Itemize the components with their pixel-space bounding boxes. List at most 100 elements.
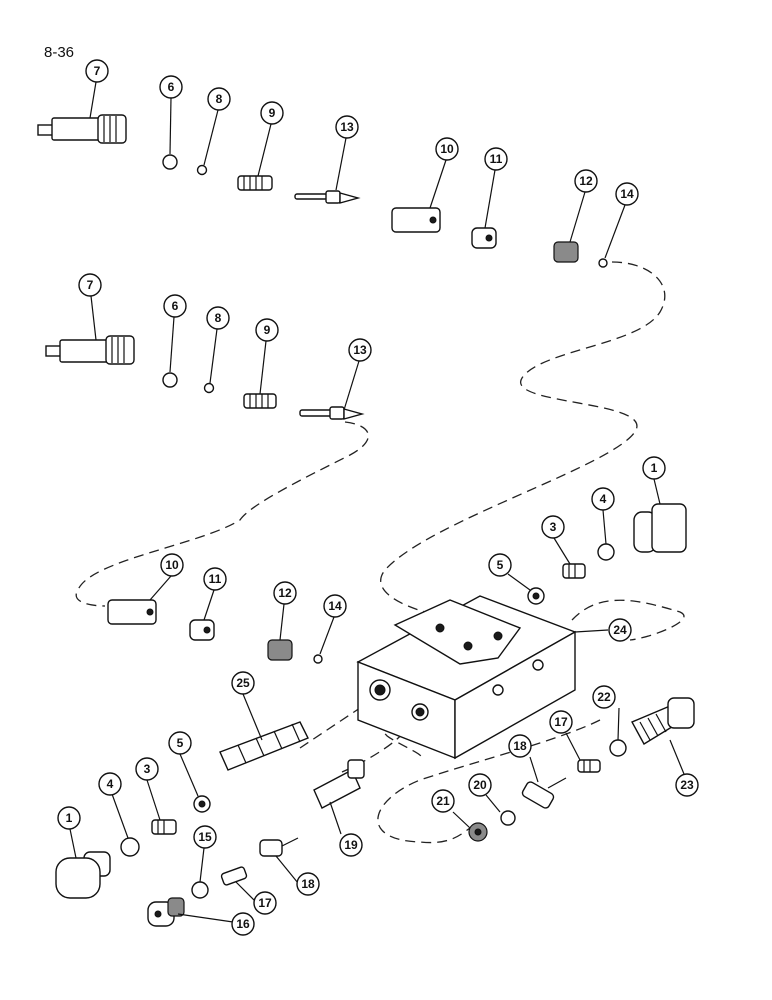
svg-text:8: 8 — [215, 311, 222, 325]
body-sleeve-part-7-upper — [37, 114, 127, 144]
callout-4-left: 4 — [98, 772, 122, 796]
callout-12-lower: 12 — [273, 581, 297, 605]
svg-text:25: 25 — [236, 676, 250, 690]
callout-10-lower: 10 — [160, 553, 184, 577]
sleeve-part-10-lower — [107, 599, 157, 625]
callout-15: 15 — [193, 825, 217, 849]
svg-text:15: 15 — [198, 830, 212, 844]
callout-6-lower: 6 — [163, 294, 187, 318]
callout-5-right: 5 — [488, 553, 512, 577]
o-ring-part-14-lower — [313, 654, 323, 664]
svg-text:6: 6 — [168, 80, 175, 94]
o-ring-part-6-upper — [162, 154, 178, 170]
sleeve-part-10-upper — [391, 207, 441, 233]
callout-3-right: 3 — [541, 515, 565, 539]
valve-body-part-24 — [356, 595, 577, 760]
spool-part-25 — [219, 721, 309, 771]
callout-6-upper: 6 — [159, 75, 183, 99]
valve-part-19 — [313, 759, 365, 809]
svg-text:21: 21 — [436, 794, 450, 808]
callout-21: 21 — [431, 789, 455, 813]
assembly-path-right — [571, 599, 685, 641]
washer-part-8-upper — [196, 164, 208, 176]
callout-10-upper: 10 — [435, 137, 459, 161]
callout-22: 22 — [592, 685, 616, 709]
svg-text:10: 10 — [440, 142, 454, 156]
assembly-path-bottom-right — [377, 719, 601, 844]
o-ring-part-14-upper — [598, 258, 608, 268]
o-ring-part-22 — [609, 739, 627, 757]
svg-text:8: 8 — [216, 92, 223, 106]
svg-text:16: 16 — [236, 917, 250, 931]
callout-3-left: 3 — [135, 757, 159, 781]
svg-text:3: 3 — [144, 762, 151, 776]
callout-4-right: 4 — [591, 487, 615, 511]
svg-text:11: 11 — [490, 152, 503, 166]
pin-part-13-lower — [299, 406, 365, 420]
svg-text:4: 4 — [107, 777, 114, 791]
plug-part-16 — [147, 897, 185, 927]
nut-part-5-right — [527, 587, 545, 605]
svg-text:10: 10 — [165, 558, 179, 572]
svg-text:7: 7 — [94, 64, 101, 78]
plug-part-11-lower — [189, 619, 215, 641]
svg-text:13: 13 — [340, 120, 354, 134]
callout-1-right: 1 — [642, 456, 666, 480]
callout-23: 23 — [675, 773, 699, 797]
fitting-part-23 — [631, 697, 695, 745]
svg-text:6: 6 — [172, 299, 179, 313]
svg-text:11: 11 — [209, 572, 222, 586]
callout-7-lower: 7 — [78, 273, 102, 297]
spring-part-17-left — [220, 866, 248, 886]
spring-part-3-left — [151, 819, 177, 835]
svg-text:12: 12 — [579, 174, 593, 188]
callout-20: 20 — [468, 773, 492, 797]
svg-text:9: 9 — [269, 106, 276, 120]
svg-text:5: 5 — [497, 558, 504, 572]
callout-17-left: 17 — [253, 891, 277, 915]
svg-text:22: 22 — [597, 690, 611, 704]
svg-text:20: 20 — [473, 778, 487, 792]
callout-13-upper: 13 — [335, 115, 359, 139]
callout-25: 25 — [231, 671, 255, 695]
cap-fitting-part-1-left — [55, 851, 111, 899]
svg-text:3: 3 — [550, 520, 557, 534]
svg-text:4: 4 — [600, 492, 607, 506]
page-number: 8-36 — [44, 44, 75, 61]
cap-fitting-part-1-right — [633, 503, 687, 553]
svg-text:1: 1 — [651, 461, 658, 475]
svg-text:12: 12 — [278, 586, 292, 600]
fitting-part-21 — [468, 822, 488, 842]
callout-12-upper: 12 — [574, 169, 598, 193]
callout-5-left: 5 — [168, 731, 192, 755]
svg-text:1: 1 — [66, 811, 73, 825]
o-ring-part-20 — [500, 810, 516, 826]
callout-11-lower: 11 — [203, 567, 227, 591]
poppet-part-18-right — [521, 777, 567, 809]
spring-part-9-upper — [237, 175, 273, 191]
body-sleeve-part-7-lower — [45, 335, 135, 365]
spring-part-3-right — [562, 563, 586, 579]
poppet-part-18-left — [259, 837, 299, 857]
callout-18-left: 18 — [296, 872, 320, 896]
callout-8-lower: 8 — [206, 306, 230, 330]
svg-text:14: 14 — [328, 599, 342, 613]
callout-14-lower: 14 — [323, 594, 347, 618]
svg-text:13: 13 — [353, 343, 367, 357]
callout-18-right: 18 — [508, 734, 532, 758]
pin-part-13-upper — [294, 190, 361, 204]
callout-9-lower: 9 — [255, 318, 279, 342]
svg-text:5: 5 — [177, 736, 184, 750]
svg-text:17: 17 — [554, 715, 568, 729]
spring-part-9-lower — [243, 393, 277, 409]
callout-13-lower: 13 — [348, 338, 372, 362]
svg-text:17: 17 — [258, 896, 272, 910]
o-ring-part-15 — [191, 881, 209, 899]
callout-7-upper: 7 — [85, 59, 109, 83]
svg-text:18: 18 — [513, 739, 527, 753]
fitting-part-12-lower — [267, 639, 293, 661]
svg-text:19: 19 — [344, 838, 358, 852]
washer-part-8-lower — [203, 382, 215, 394]
nut-part-5-left — [193, 795, 211, 813]
